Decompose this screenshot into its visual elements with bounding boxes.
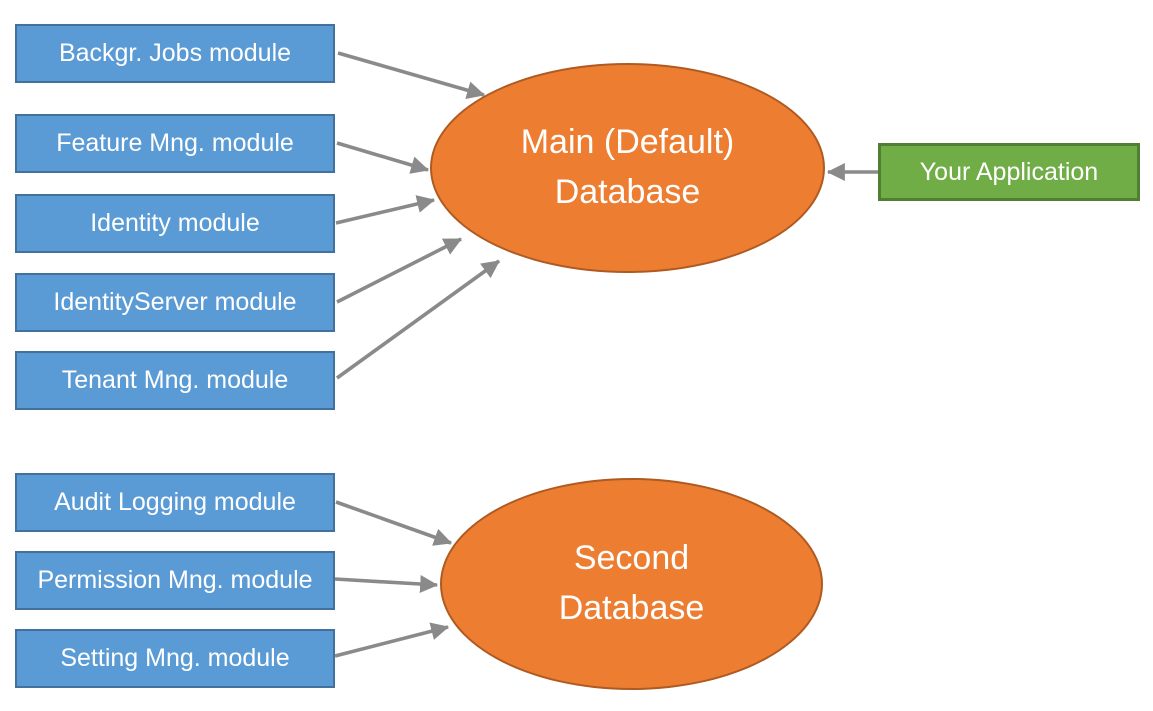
second-database-ellipse: Second Database: [440, 478, 823, 690]
second-database-title-line2: Database: [558, 589, 705, 627]
arrow-tenant-mng-to-main-db: [335, 259, 501, 380]
arrow-identityserver-to-main-db: [336, 237, 463, 304]
module-label: Backgr. Jobs module: [58, 39, 292, 67]
module-box-tenant-mng: Tenant Mng. module: [15, 351, 335, 410]
module-label: Feature Mng. module: [56, 129, 294, 157]
module-box-setting-mng: Setting Mng. module: [15, 629, 335, 688]
module-box-permission-mng: Permission Mng. module: [15, 551, 335, 610]
arrow-backgr-jobs-to-main-db: [337, 51, 486, 99]
arrow-audit-logging-to-second-db: [335, 500, 453, 546]
main-database-ellipse: Main (Default) Database: [430, 63, 825, 273]
module-box-backgr-jobs: Backgr. Jobs module: [15, 24, 335, 83]
your-application-box: Your Application: [878, 143, 1140, 201]
module-label: Audit Logging module: [54, 488, 296, 516]
main-database-title-line2: Database: [554, 173, 701, 211]
module-label: Identity module: [90, 209, 260, 237]
module-box-identityserver: IdentityServer module: [15, 273, 335, 332]
arrow-permission-mng-to-second-db: [334, 575, 439, 593]
module-label: Permission Mng. module: [37, 566, 313, 594]
module-box-audit-logging: Audit Logging module: [15, 473, 335, 532]
second-database-title-line1: Second: [573, 539, 690, 578]
main-database-title-line1: Main (Default): [520, 123, 735, 162]
arrow-identity-to-main-db: [335, 195, 436, 225]
module-label: Tenant Mng. module: [61, 366, 289, 394]
arrow-feature-mng-to-main-db: [336, 141, 430, 174]
module-box-feature-mng: Feature Mng. module: [15, 114, 335, 173]
your-application-label: Your Application: [919, 157, 1099, 186]
arrow-setting-mng-to-second-db: [334, 622, 450, 658]
module-label: Setting Mng. module: [60, 644, 290, 672]
module-label: IdentityServer module: [53, 288, 297, 316]
module-box-identity: Identity module: [15, 194, 335, 253]
